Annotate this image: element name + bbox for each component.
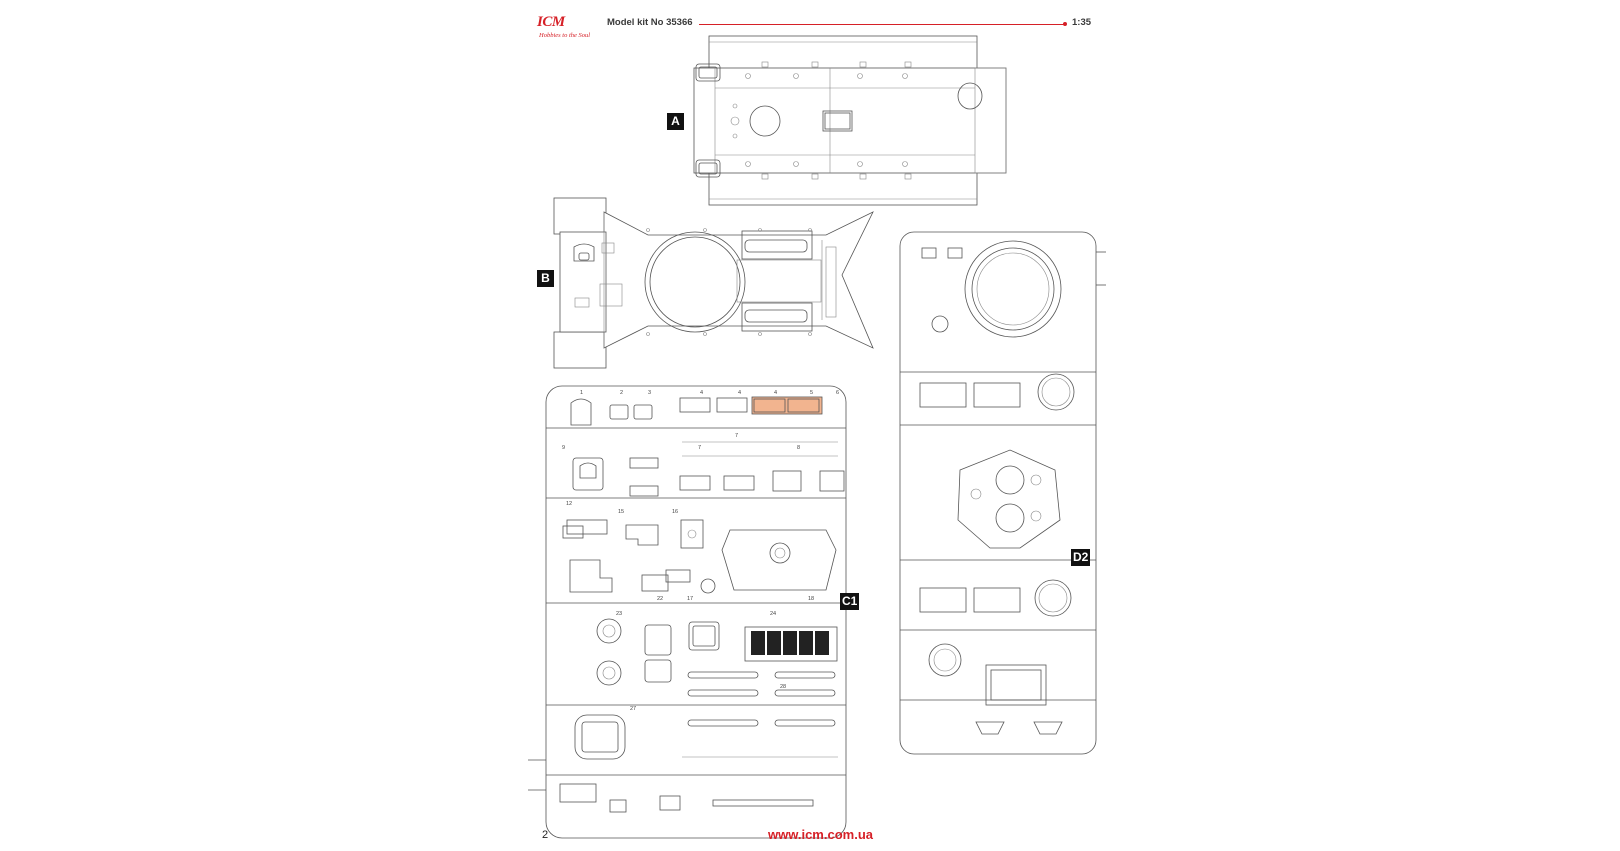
sprue-label-a: A	[667, 113, 684, 130]
kit-title: Model kit No 35366	[607, 17, 693, 28]
sprue-b-drawing	[553, 197, 874, 369]
svg-text:4: 4	[700, 390, 703, 396]
sprue-label-b: B	[537, 270, 554, 287]
icm-logo: ICM Hobbies to the Soul	[537, 14, 591, 48]
sprue-label-c1: C1	[840, 593, 860, 610]
website-link[interactable]: www.icm.com.ua	[768, 827, 873, 842]
svg-text:8: 8	[797, 445, 800, 451]
sprue-c1-drawing	[528, 385, 847, 839]
svg-text:1: 1	[580, 390, 583, 396]
svg-text:15: 15	[618, 509, 624, 515]
svg-text:27: 27	[630, 706, 636, 712]
svg-text:17: 17	[687, 596, 693, 602]
svg-text:4: 4	[738, 390, 741, 396]
svg-text:5: 5	[810, 390, 813, 396]
sprue-d2-drawing	[899, 231, 1106, 755]
svg-text:7: 7	[698, 445, 701, 451]
svg-text:4: 4	[774, 390, 777, 396]
svg-text:24: 24	[770, 611, 776, 617]
svg-text:9: 9	[562, 445, 565, 451]
svg-text:22: 22	[657, 596, 663, 602]
page-number: 2	[542, 829, 549, 841]
sprue-a-drawing	[693, 35, 1007, 206]
logo-tagline: Hobbies to the Soul	[539, 32, 591, 39]
sprue-label-d2: D2	[1071, 549, 1091, 566]
svg-text:23: 23	[616, 611, 622, 617]
svg-text:18: 18	[808, 596, 814, 602]
header-rule	[699, 22, 1067, 26]
svg-text:16: 16	[672, 509, 678, 515]
svg-text:7: 7	[735, 433, 738, 439]
svg-text:3: 3	[648, 390, 651, 396]
svg-text:12: 12	[566, 501, 572, 507]
logo-wordmark: ICM	[537, 14, 565, 30]
svg-text:6: 6	[836, 390, 839, 396]
highlighted-part	[751, 396, 823, 415]
svg-text:2: 2	[620, 390, 623, 396]
scale-label: 1:35	[1072, 17, 1092, 28]
svg-text:28: 28	[780, 684, 786, 690]
